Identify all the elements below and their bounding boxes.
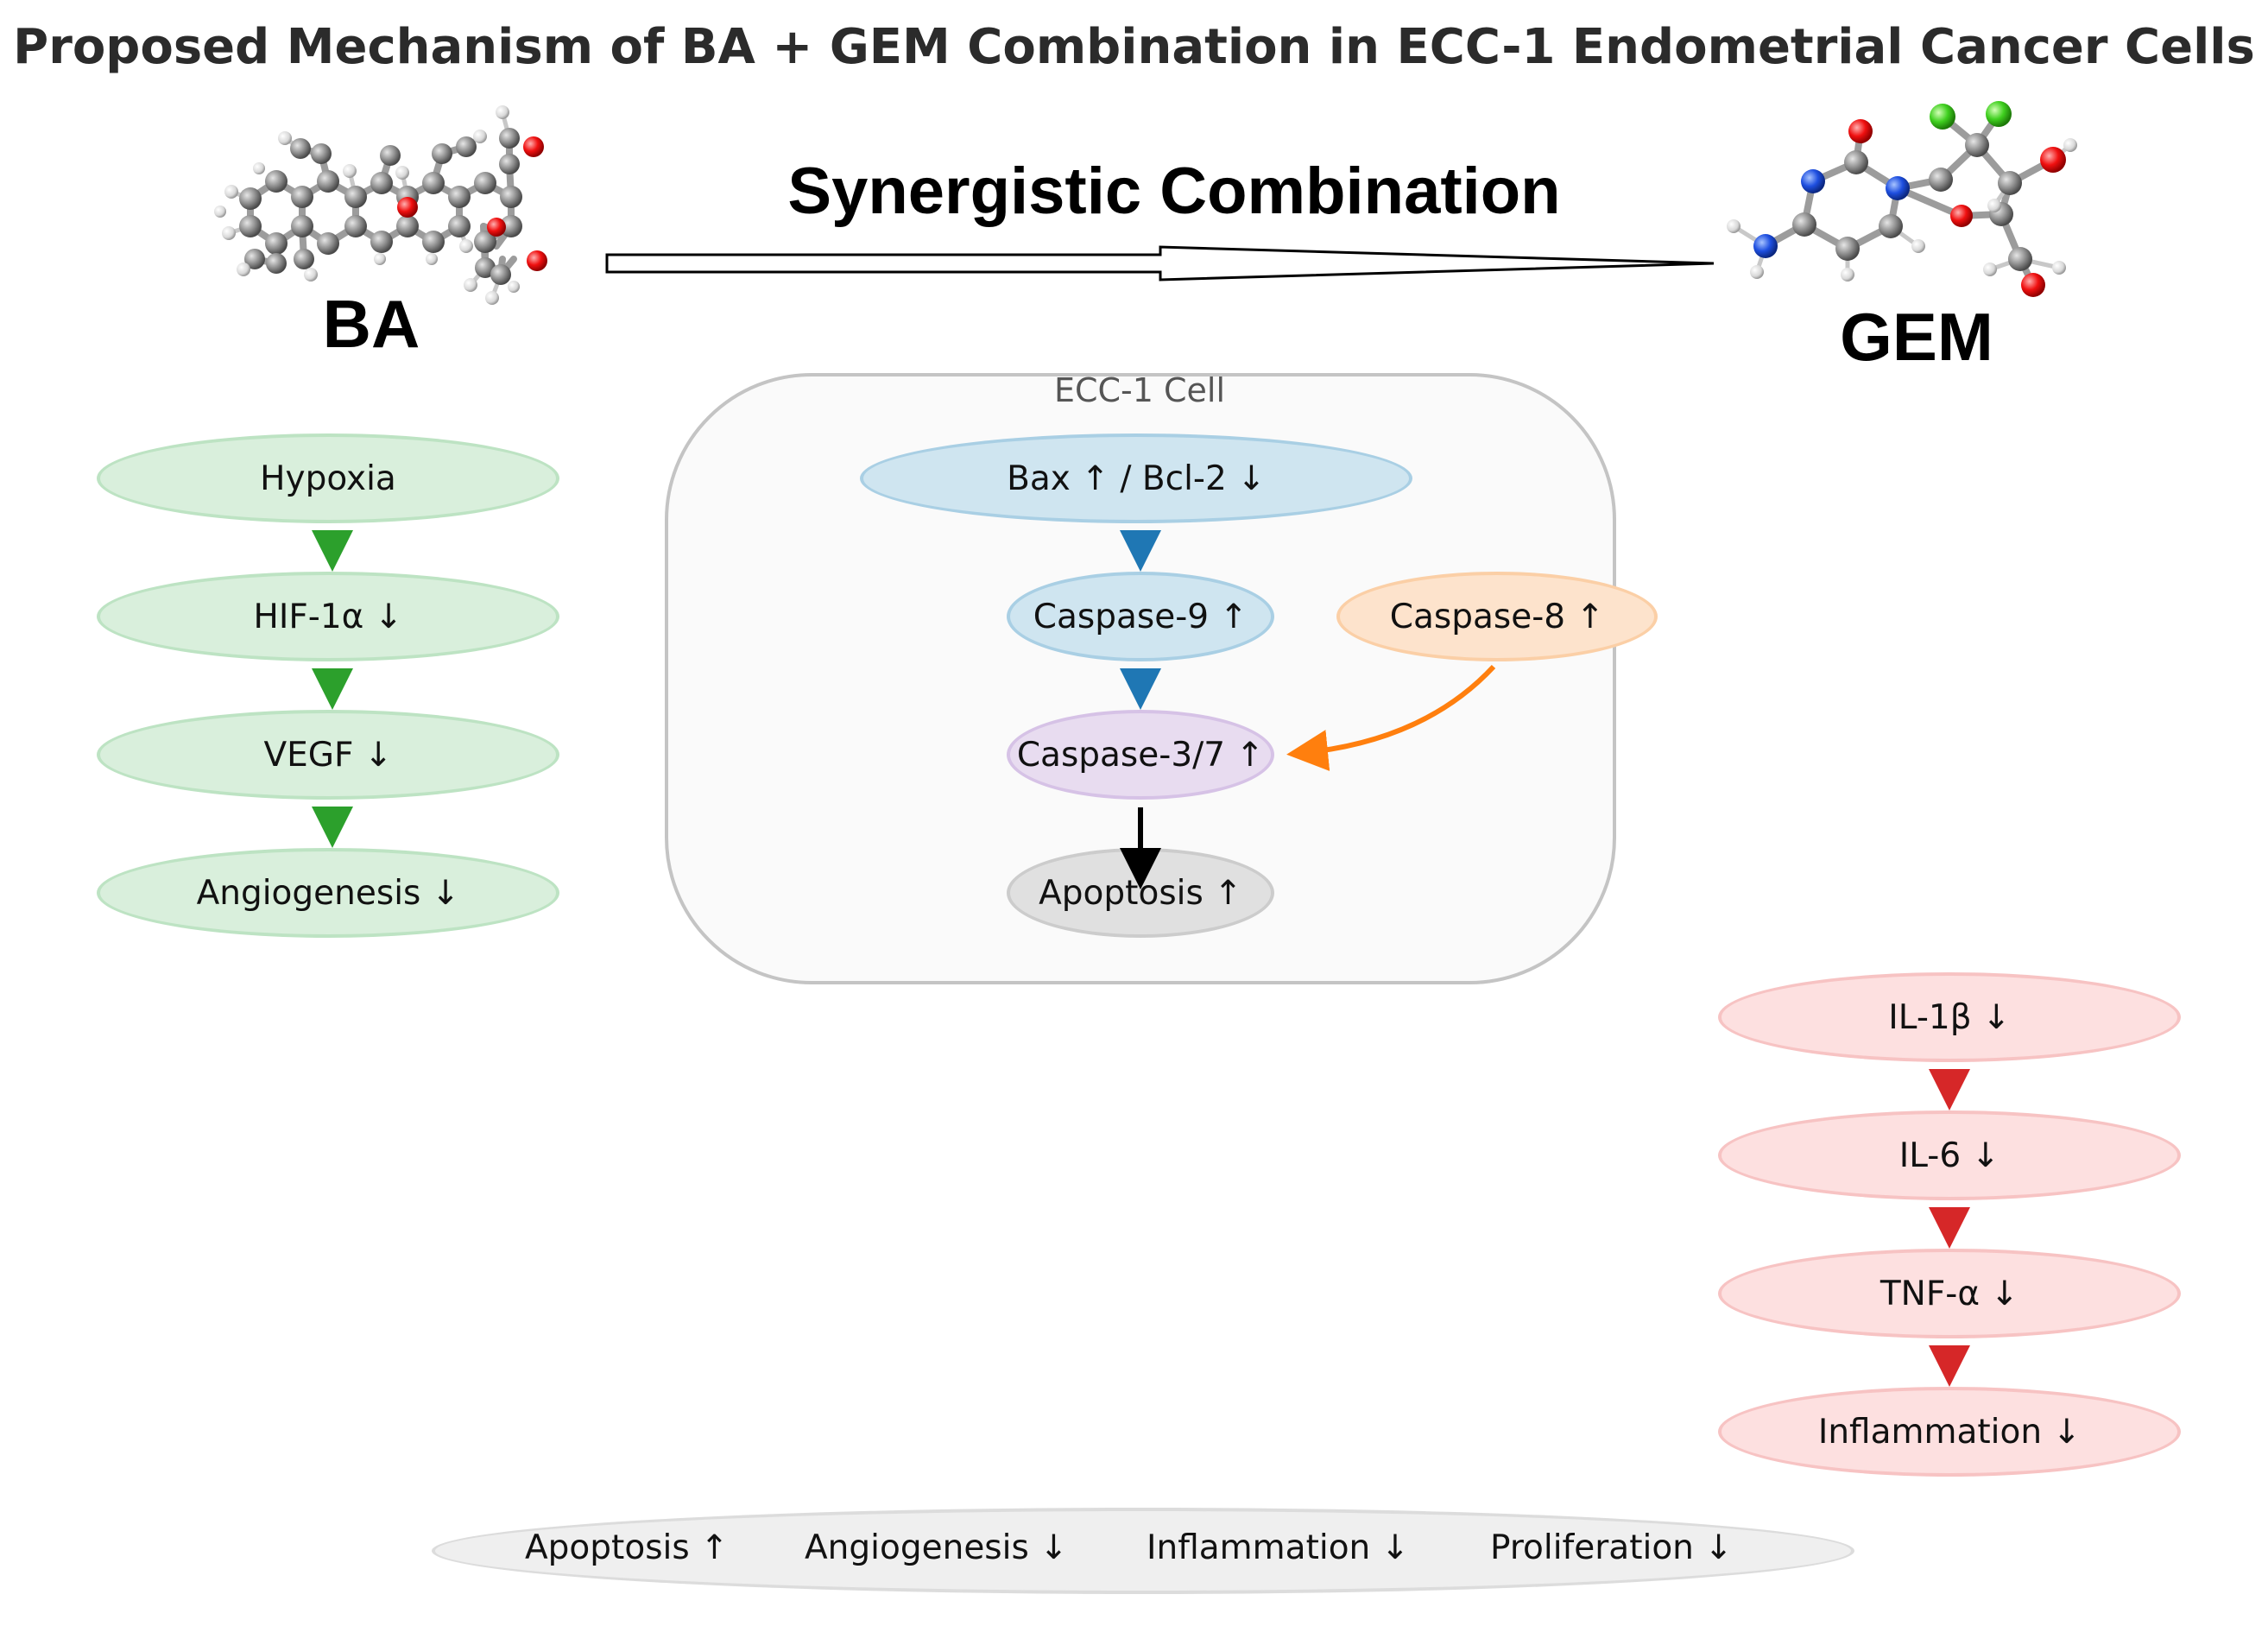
node-il6: IL-6 ↓ [1718,1110,2181,1200]
node-il1b: IL-1β ↓ [1718,972,2181,1062]
ecc1-cell-label: ECC-1 Cell [1053,371,1226,409]
ba-label: BA [322,286,420,362]
diagram-title: Proposed Mechanism of BA + GEM Combinati… [13,19,2255,75]
node-vegf: VEGF ↓ [97,710,559,800]
summary-proliferation: Proliferation ↓ [1490,1528,1733,1567]
summary-angiogenesis: Angiogenesis ↓ [805,1528,1068,1567]
summary-apoptosis: Apoptosis ↑ [525,1528,729,1567]
combination-arrow [605,245,1715,282]
node-caspase-8: Caspase-8 ↑ [1336,572,1658,661]
node-angiogenesis: Angiogenesis ↓ [97,848,559,938]
node-bax-bcl2: Bax ↑ / Bcl-2 ↓ [860,433,1412,523]
node-hif1a: HIF-1α ↓ [97,572,559,661]
ba-molecule-image [214,105,547,305]
node-apoptosis: Apoptosis ↑ [1007,848,1274,938]
node-inflammation: Inflammation ↓ [1718,1387,2181,1477]
node-hypoxia: Hypoxia [97,433,559,523]
node-caspase-9: Caspase-9 ↑ [1007,572,1274,661]
summary-inflammation: Inflammation ↓ [1147,1528,1410,1567]
node-caspase-3-7: Caspase-3/7 ↑ [1007,710,1274,800]
gem-label: GEM [1840,299,1993,375]
summary-bar [432,1508,1854,1594]
synergistic-combination-label: Synergistic Combination [787,155,1561,228]
node-tnfa: TNF-α ↓ [1718,1249,2181,1338]
gem-molecule-image [1727,101,2077,297]
